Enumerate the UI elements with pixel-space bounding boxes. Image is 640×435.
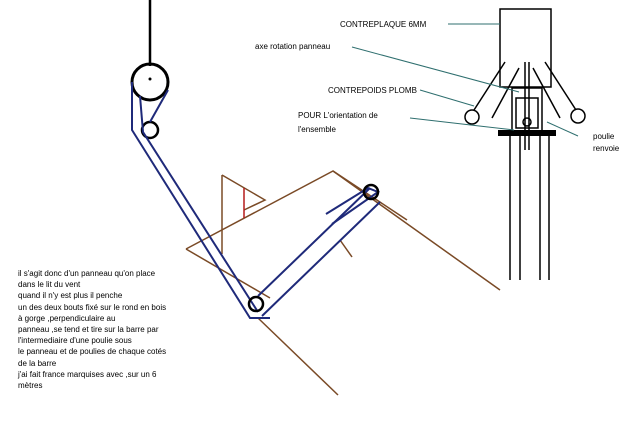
cable-outer — [131, 82, 270, 319]
left-counterweight — [464, 109, 480, 125]
leader-contrepoids — [419, 89, 475, 107]
bar-lower — [261, 201, 381, 317]
description-line: quand il n'y est plus il penche — [18, 291, 123, 301]
label-orientation-line1: POUR L'orientation de — [298, 111, 378, 120]
right-diagonal — [532, 67, 561, 119]
description-line: le panneau et de poulies de chaque cotés — [18, 347, 167, 357]
leader-orientation — [409, 117, 515, 131]
description-line: à gorge ,perpendiculaire au — [18, 313, 116, 323]
grooved-pulley — [130, 62, 170, 102]
bar-return — [325, 186, 381, 225]
right-counterweight — [570, 108, 586, 124]
leader-axe — [351, 46, 520, 93]
panel-strut — [221, 174, 267, 211]
description-line: panneau ,se tend et tire sur la barre pa… — [18, 325, 159, 335]
label-contreplaque: CONTREPLAQUE 6MM — [340, 20, 427, 29]
right-arm — [544, 61, 577, 111]
panel-rear — [332, 170, 408, 221]
panel-leg-left — [185, 248, 271, 299]
panel-spacer — [339, 239, 353, 258]
cable-inner — [139, 95, 259, 313]
left-diagonal — [491, 67, 520, 119]
label-orientation-line2: l'ensemble — [298, 125, 336, 134]
description-line: l'intermediaire d'une poulie sous — [18, 336, 132, 346]
return-pulley — [522, 117, 532, 127]
description-line: un des deux bouts fixé sur le rond en bo… — [18, 302, 167, 312]
description-text: il s'agit donc d'un panneau qu'on place … — [18, 268, 166, 391]
cable-from-pulley — [149, 89, 169, 123]
label-poulie-line2: renvoie — [593, 144, 620, 153]
label-axe-rotation: axe rotation panneau — [255, 42, 331, 51]
description-line: j'ai fait france marquises avec ,sur un … — [18, 369, 157, 379]
description-line: de la barre — [18, 358, 57, 368]
left-arm — [473, 61, 506, 111]
pulley-axle — [148, 77, 152, 81]
label-contrepoids: CONTREPOIDS PLOMB — [328, 86, 417, 95]
leader-poulie — [546, 121, 579, 137]
bar-pulley-lower — [247, 295, 265, 313]
description-line: dans le lit du vent — [18, 280, 81, 290]
hub-bearing — [515, 97, 539, 129]
panel-lower-edge — [257, 317, 339, 396]
description-line: mètres — [18, 381, 43, 391]
label-poulie-line1: poulie — [593, 132, 615, 141]
base-plate — [498, 130, 556, 136]
bar-pulley-upper — [362, 183, 380, 201]
bar-upper — [257, 187, 371, 297]
description-line: il s'agit donc d'un panneau qu'on place — [18, 269, 156, 278]
